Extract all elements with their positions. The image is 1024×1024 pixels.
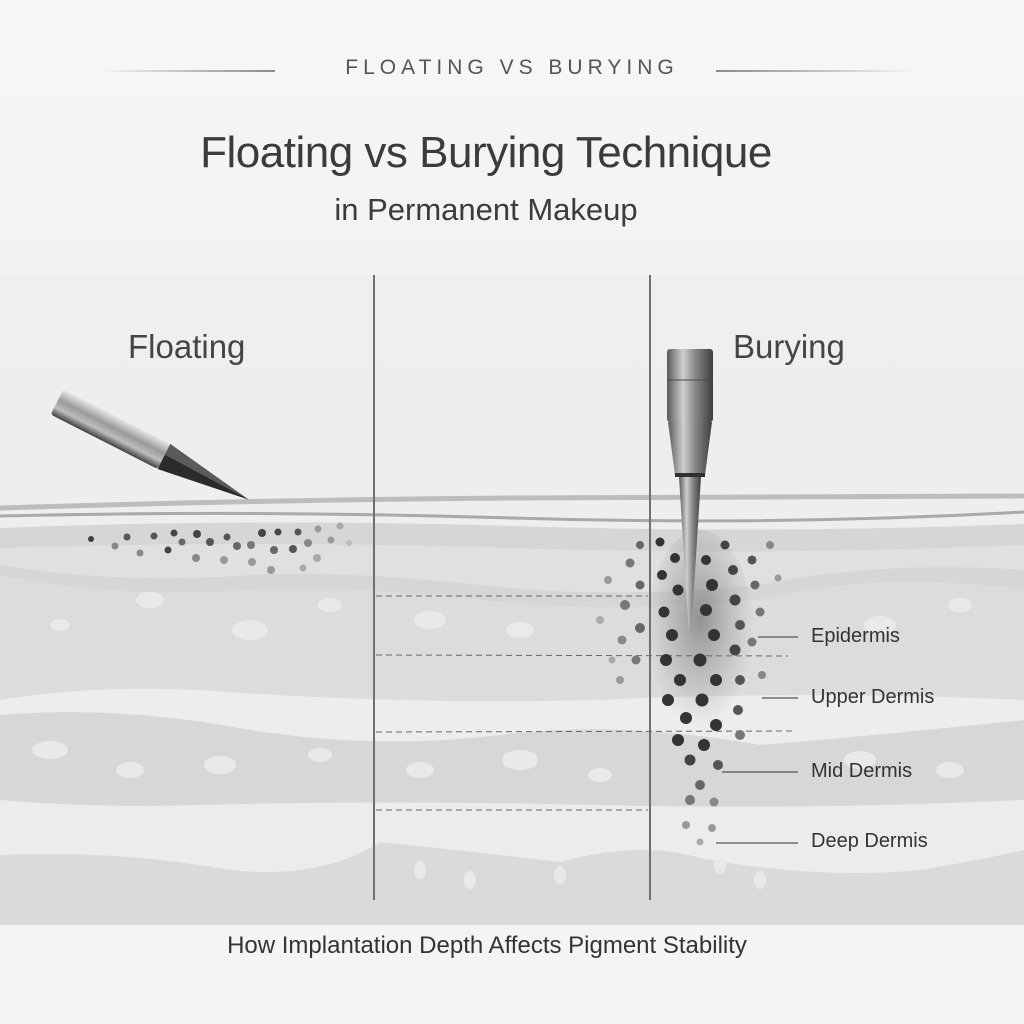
layer-label-epidermis: Epidermis [811, 625, 900, 647]
burying-pigment-dots [596, 537, 782, 846]
panel-label-burying: Burying [733, 328, 845, 365]
caption: How Implantation Depth Affects Pigment S… [227, 932, 747, 959]
floating-pigment-dots [88, 522, 352, 574]
header: FLOATING VS BURYING Floating vs Burying … [0, 0, 1024, 275]
kicker-rule-left [100, 70, 275, 72]
burying-needle [667, 349, 713, 635]
kicker: FLOATING VS BURYING [345, 56, 679, 79]
floating-needle [51, 390, 249, 500]
panel-label-floating: Floating [128, 328, 246, 365]
layer-label-mid-dermis: Mid Dermis [811, 760, 913, 782]
layer-label-deep-dermis: Deep Dermis [811, 830, 928, 852]
skin-cross-section-diagram: Floating Burying Epidermis Upper Dermis … [0, 275, 1024, 925]
kicker-rule-right [716, 70, 916, 72]
skin-layers-illustration [0, 275, 1024, 925]
layer-label-upper-dermis: Upper Dermis [811, 686, 935, 708]
page-title: Floating vs Burying Technique [200, 128, 772, 177]
page-subtitle: in Permanent Makeup [334, 192, 638, 227]
